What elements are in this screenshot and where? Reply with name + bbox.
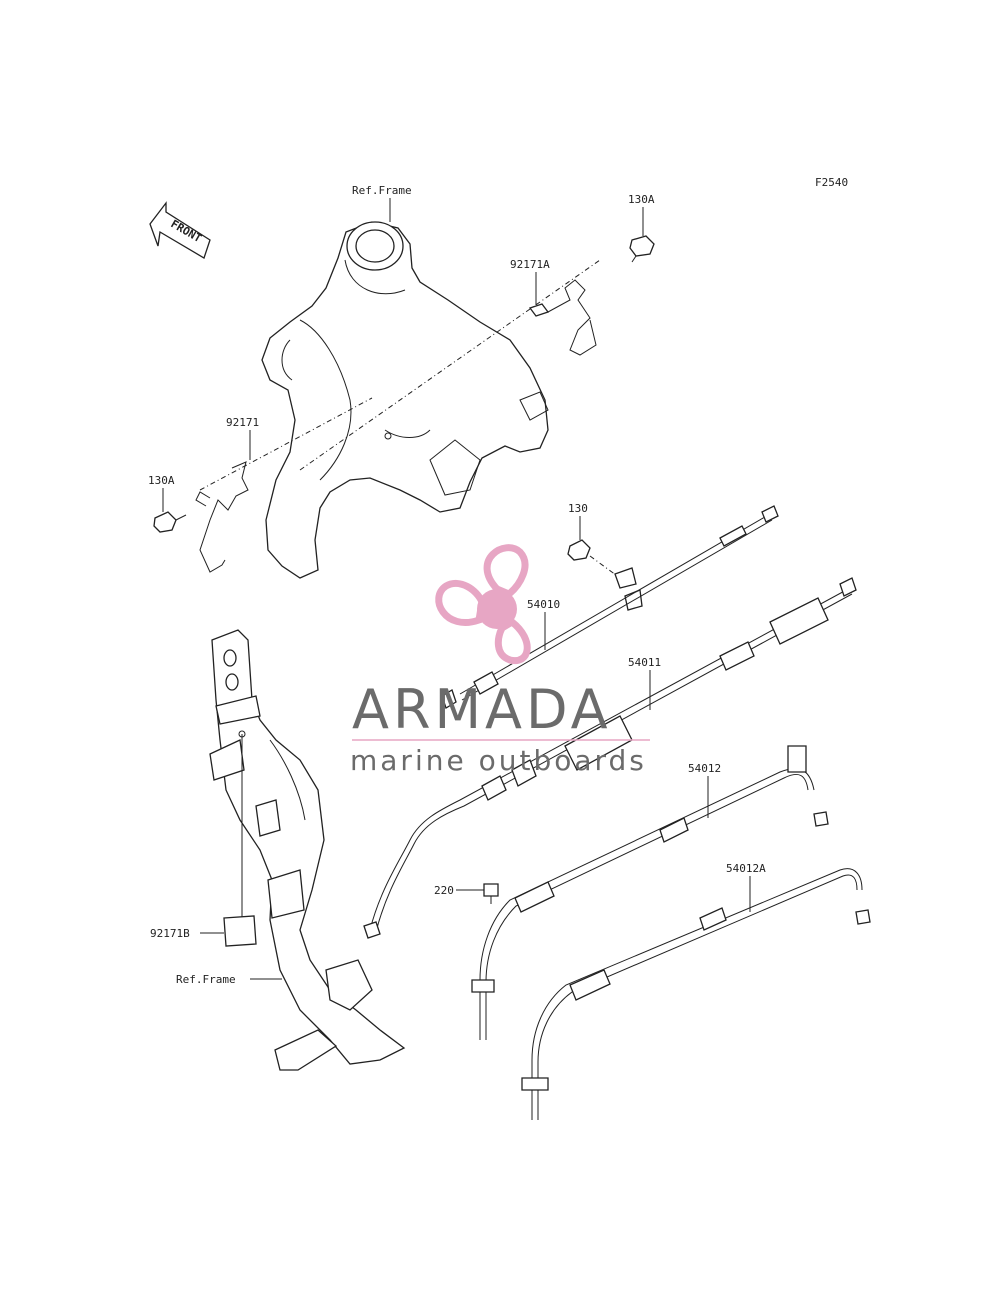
clamp-92171: 92171 — [195, 416, 259, 573]
ref-frame-top-callout: Ref.Frame — [352, 184, 412, 222]
cable-54010: 54010 — [441, 505, 779, 709]
clamp-92171a: 92171A — [510, 258, 597, 356]
svg-text:54012: 54012 — [688, 762, 721, 775]
svg-text:130A: 130A — [148, 474, 175, 487]
svg-text:54011: 54011 — [628, 656, 661, 669]
svg-text:92171B: 92171B — [150, 927, 190, 940]
main-frame-bottom — [209, 629, 406, 1071]
cable-54012a: 54012A — [521, 862, 871, 1120]
bolt-130a-left: 130A — [148, 474, 187, 533]
cable-54011: 54011 — [363, 577, 857, 939]
svg-text:Ref.Frame: Ref.Frame — [352, 184, 412, 197]
screw-220: 220 — [434, 883, 499, 904]
diagram-code: F2540 — [815, 176, 848, 189]
svg-text:130A: 130A — [628, 193, 655, 206]
watermark-subtitle: marine outboards — [350, 744, 647, 777]
armada-logo-icon — [435, 544, 531, 665]
svg-text:Ref.Frame: Ref.Frame — [176, 973, 236, 986]
front-arrow-icon: FRONT — [149, 201, 211, 259]
svg-text:54012A: 54012A — [726, 862, 766, 875]
bolt-130: 130 — [567, 502, 643, 611]
svg-text:130: 130 — [568, 502, 588, 515]
svg-text:54010: 54010 — [527, 598, 560, 611]
watermark-title: ARMADA — [352, 678, 612, 741]
bolt-130a-top: 130A — [628, 193, 655, 263]
clamp-92171b: 92171B — [150, 730, 257, 947]
svg-text:92171A: 92171A — [510, 258, 550, 271]
ref-frame-bottom-callout: Ref.Frame — [176, 973, 282, 986]
cable-54012: 54012 — [471, 745, 829, 1040]
svg-text:220: 220 — [434, 884, 454, 897]
svg-text:92171: 92171 — [226, 416, 259, 429]
main-frame-top — [199, 221, 601, 579]
